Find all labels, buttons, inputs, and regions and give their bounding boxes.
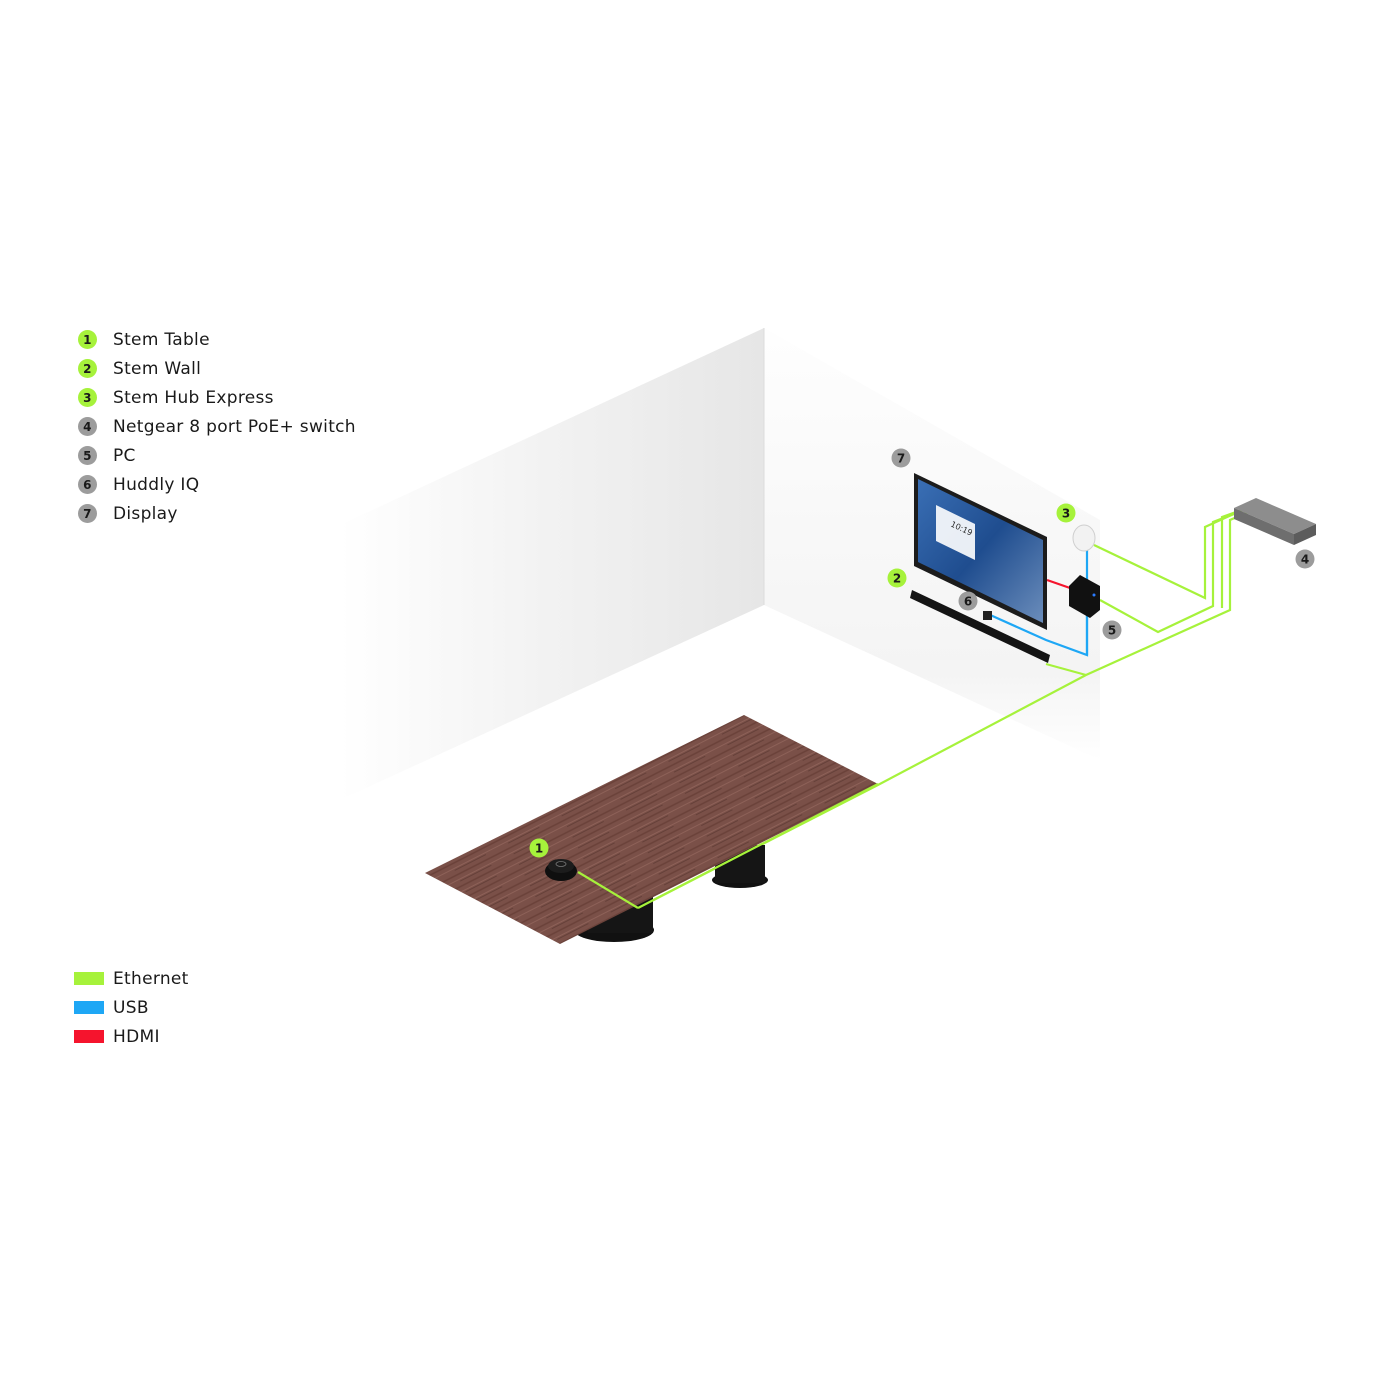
legend-label: HDMI — [113, 1026, 160, 1047]
legend-item-stem-wall: 2 Stem Wall — [78, 354, 356, 383]
stem-hub-express-device — [1072, 524, 1096, 552]
legend-label: Stem Wall — [113, 358, 202, 379]
legend-item-usb: USB — [74, 993, 189, 1022]
legend-item-ethernet: Ethernet — [74, 964, 189, 993]
number-badge: 2 — [78, 359, 97, 378]
left-wall — [340, 328, 764, 800]
svg-text:3: 3 — [1062, 507, 1070, 521]
svg-text:5: 5 — [1108, 624, 1116, 638]
callout-stem-wall: 2 — [887, 568, 907, 588]
number-badge: 7 — [78, 504, 97, 523]
usb-swatch — [74, 1001, 104, 1014]
legend-item-switch: 4 Netgear 8 port PoE+ switch — [78, 412, 356, 441]
svg-text:7: 7 — [897, 452, 905, 466]
pc-device — [1069, 575, 1100, 618]
legend-label: Display — [113, 503, 178, 524]
table — [425, 715, 879, 944]
cable-legend: Ethernet USB HDMI — [74, 964, 189, 1051]
hdmi-swatch — [74, 1030, 104, 1043]
number-badge: 5 — [78, 446, 97, 465]
callout-display: 7 — [891, 448, 911, 468]
number-badge: 4 — [78, 417, 97, 436]
number-badge: 1 — [78, 330, 97, 349]
hdmi-cable — [1046, 578, 1071, 590]
legend-item-display: 7 Display — [78, 499, 356, 528]
svg-text:4: 4 — [1301, 553, 1309, 567]
callout-switch: 4 — [1295, 549, 1315, 569]
legend-label: PC — [113, 445, 136, 466]
switch-device — [1234, 498, 1316, 545]
legend-item-stem-table: 1 Stem Table — [78, 325, 356, 354]
legend-label: Ethernet — [113, 968, 189, 989]
legend-label: USB — [113, 997, 149, 1018]
legend-item-pc: 5 PC — [78, 441, 356, 470]
callout-huddly: 6 — [958, 591, 978, 611]
legend-item-hdmi: HDMI — [74, 1022, 189, 1051]
svg-text:1: 1 — [535, 842, 543, 856]
legend-item-huddly: 6 Huddly IQ — [78, 470, 356, 499]
legend-label: Huddly IQ — [113, 474, 200, 495]
callout-stem-hub-express: 3 — [1056, 503, 1076, 523]
number-badge: 6 — [78, 475, 97, 494]
callout-stem-table: 1 — [529, 838, 549, 858]
stem-table-device — [545, 859, 577, 881]
legend-label: Stem Hub Express — [113, 387, 274, 408]
svg-text:2: 2 — [893, 572, 901, 586]
stem-wall-device — [910, 590, 1050, 663]
ethernet-swatch — [74, 972, 104, 985]
display-device: 10:19 — [914, 473, 1047, 630]
number-badge: 3 — [78, 388, 97, 407]
legend-item-stem-hub-express: 3 Stem Hub Express — [78, 383, 356, 412]
callout-pc: 5 — [1102, 620, 1122, 640]
svg-text:6: 6 — [964, 595, 972, 609]
device-legend: 1 Stem Table 2 Stem Wall 3 Stem Hub Expr… — [78, 325, 356, 528]
legend-label: Stem Table — [113, 329, 210, 350]
legend-label: Netgear 8 port PoE+ switch — [113, 416, 356, 437]
